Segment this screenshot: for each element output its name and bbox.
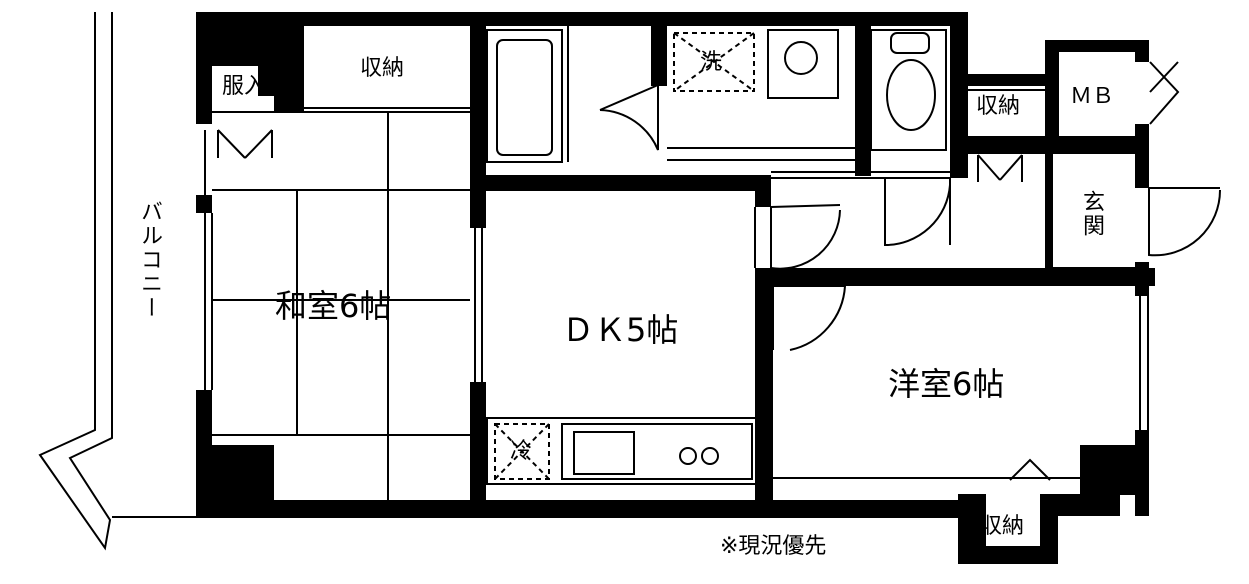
dk-label: ＤＫ5帖	[562, 311, 679, 349]
balcony-outline	[38, 12, 200, 551]
genkan-label: 玄関	[1079, 190, 1104, 238]
washer-label: 洗	[700, 50, 723, 75]
storage-fukuire-label: 服入	[222, 74, 267, 99]
fridge-label: 冷	[510, 439, 533, 464]
storage-hall-label: 収納	[976, 94, 1021, 119]
washitsu-label: 和室6帖	[275, 287, 392, 325]
balcony-label: バルコニー	[137, 200, 162, 320]
youshitsu-label: 洋室6帖	[888, 365, 1005, 403]
note-label: ※現況優先	[720, 534, 827, 559]
walls	[196, 12, 1155, 564]
mb-label: ＭＢ	[1070, 84, 1115, 109]
door-swings	[217, 61, 1222, 481]
interior-lines	[204, 26, 1149, 500]
storage-bottom-label: 収納	[980, 514, 1025, 539]
storage-top-label: 収納	[360, 56, 405, 81]
